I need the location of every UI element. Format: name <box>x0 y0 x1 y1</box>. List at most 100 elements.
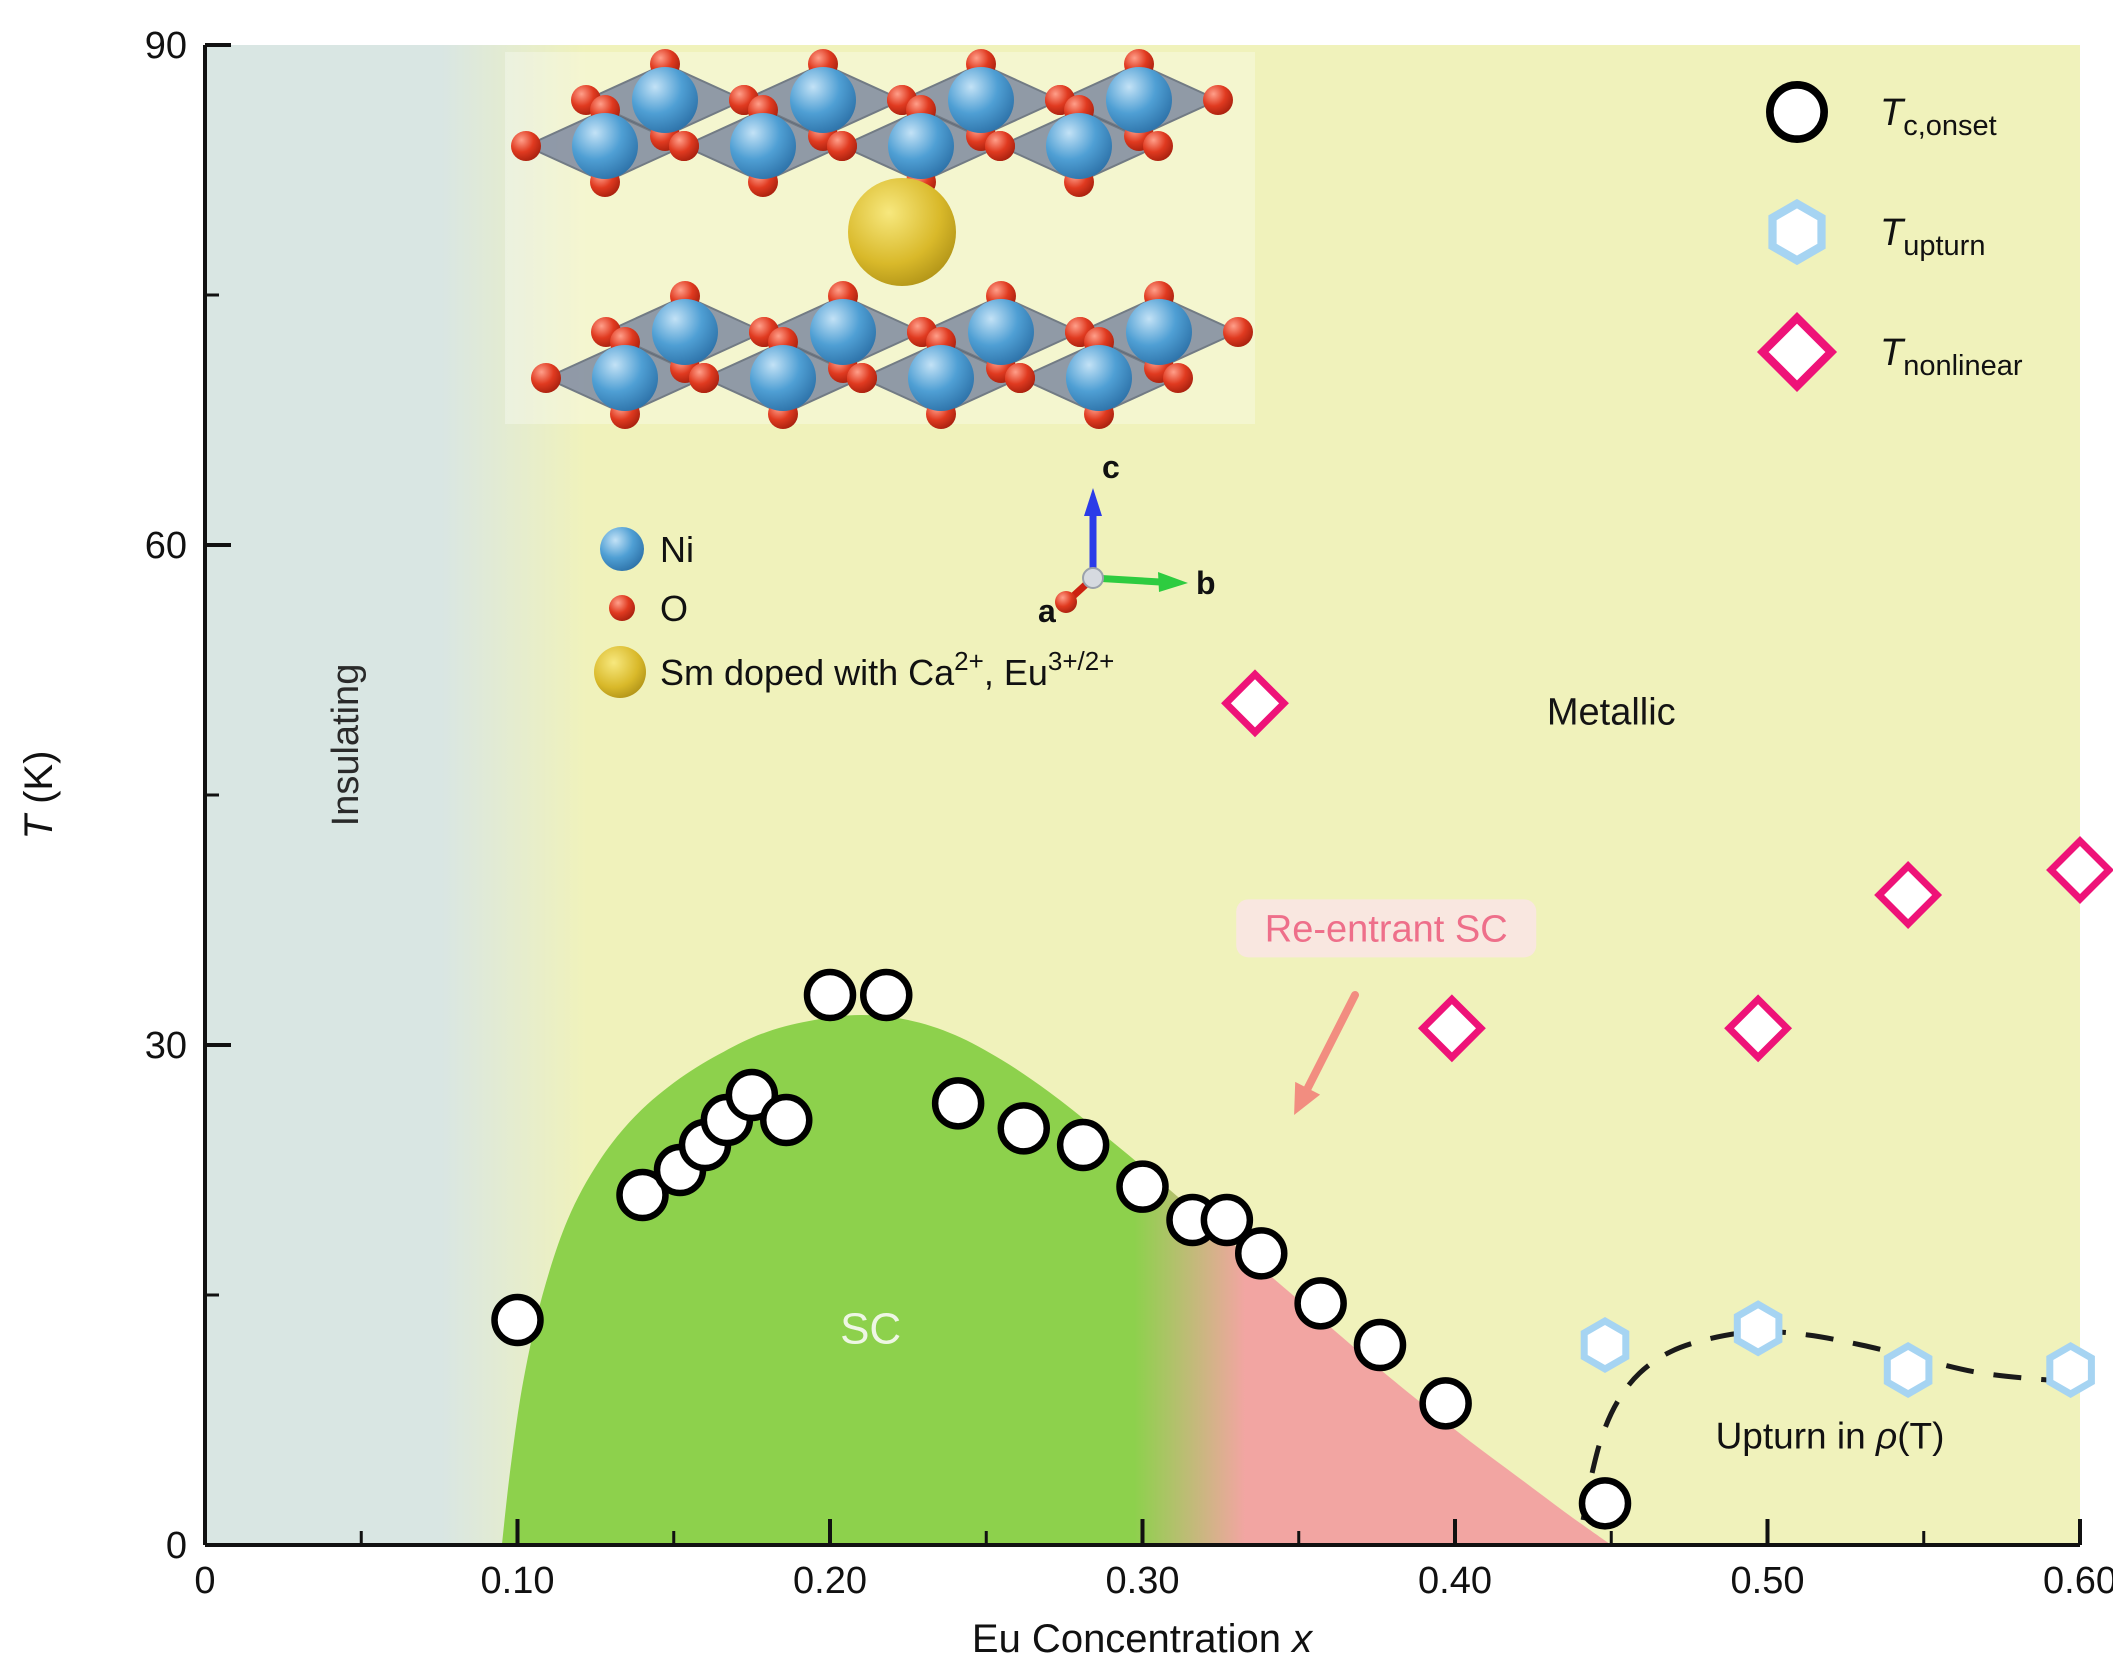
ni-atom <box>908 345 974 411</box>
tc-onset-marker <box>931 1077 985 1130</box>
ni-atom <box>572 113 638 179</box>
tc-onset-legend-marker-slot <box>1766 81 1828 143</box>
ni-legend-sphere <box>600 527 644 571</box>
o-atom <box>1203 85 1233 115</box>
tc-onset-marker <box>803 968 857 1022</box>
ni-atom <box>632 67 698 133</box>
b-axis-label: b <box>1196 565 1216 601</box>
tc-onset-marker <box>491 1293 544 1347</box>
legend-item-tc-onset: Tc,onset <box>1766 81 1997 143</box>
ni-atom <box>750 345 816 411</box>
tc-onset-marker <box>1116 1160 1169 1213</box>
t-upturn-legend-label: Tupturn <box>1880 212 1985 262</box>
crystal-structure-inset <box>511 49 1253 429</box>
o-label: O <box>660 588 688 629</box>
x-tick-label: 0.10 <box>481 1560 555 1602</box>
sc-dome-region <box>501 1015 1612 1545</box>
a-axis-sphere <box>1055 591 1077 613</box>
sc-label: SC <box>840 1304 901 1353</box>
o-atom <box>827 131 857 161</box>
t-nonlinear-legend-marker <box>1756 311 1838 393</box>
ni-atom <box>1046 113 1112 179</box>
upturn-label: Upturn in ρ(T) <box>1716 1416 1945 1457</box>
o-atom <box>531 363 561 393</box>
y-tick-label: 0 <box>166 1525 187 1567</box>
t-upturn-marker <box>1883 1341 1933 1399</box>
tc-onset-legend-label: Tc,onset <box>1880 92 1997 142</box>
t-upturn-legend-marker <box>1768 198 1826 266</box>
ni-atom <box>790 67 856 133</box>
ni-label: Ni <box>660 529 694 570</box>
data-markers <box>491 669 2113 1530</box>
y-tick-label: 90 <box>145 25 187 67</box>
ni-atom <box>1106 67 1172 133</box>
ni-atom <box>888 113 954 179</box>
o-atom <box>511 131 541 161</box>
t-nonlinear-legend-marker-slot <box>1756 311 1838 393</box>
t-nonlinear-marker <box>1874 861 1943 929</box>
legend-item-t-upturn: Tupturn <box>1768 198 1985 266</box>
insulating-label: Insulating <box>325 664 367 827</box>
tc-onset-marker <box>1294 1277 1347 1330</box>
reentrant-label-background <box>1236 899 1537 958</box>
o-atom <box>985 131 1015 161</box>
tc-onset-marker <box>1578 1477 1632 1530</box>
t-nonlinear-marker <box>1724 994 1793 1063</box>
chart-legend: Tc,onset Tupturn Tnonlinear <box>1756 81 2023 393</box>
x-tick-label: 0.60 <box>2043 1560 2113 1602</box>
y-tick-label: 30 <box>145 1025 187 1067</box>
o-legend-sphere <box>609 595 635 621</box>
tc-onset-marker <box>860 968 913 1022</box>
tc-onset-marker <box>1353 1318 1407 1372</box>
axes: 0 0.10 0.20 0.30 0.40 0.50 0.60 0 30 60 90 <box>145 25 2113 1602</box>
reentrant-sc-label: Re-entrant SC <box>1236 899 1537 958</box>
reentrant-label-text: Re-entrant SC <box>1265 908 1508 950</box>
x-tick-label: 0 <box>194 1560 215 1602</box>
tc-onset-marker <box>1419 1377 1472 1430</box>
reentrant-arrow-line <box>1303 991 1359 1093</box>
ni-atom <box>1126 299 1192 365</box>
b-axis-arrowhead <box>1158 572 1188 592</box>
o-atom <box>1143 131 1173 161</box>
inset-atom-legend: Ni O Sm doped with Ca2+, Eu3+/2+ <box>594 527 1114 698</box>
crystal-axes-indicator: c b a <box>1038 449 1216 629</box>
y-tick-label: 60 <box>145 525 187 567</box>
ni-atom <box>730 113 796 179</box>
o-atom <box>847 363 877 393</box>
a-axis-label: a <box>1038 593 1056 629</box>
t-upturn-marker <box>1733 1300 1783 1357</box>
ni-atom <box>968 299 1034 365</box>
ni-atom <box>810 299 876 365</box>
ni-atom <box>592 345 658 411</box>
x-axis-title: Eu Concentration x <box>972 1617 1314 1660</box>
tc-onset-marker <box>760 1093 813 1147</box>
x-tick-label: 0.30 <box>1106 1560 1180 1602</box>
o-atom <box>1223 317 1253 347</box>
annotations: Insulating Metallic SC Re-entrant SC Upt… <box>325 664 1944 1457</box>
tc-onset-legend-marker <box>1766 81 1828 143</box>
o-atom <box>669 131 699 161</box>
t-nonlinear-marker <box>2046 836 2113 904</box>
ni-atom <box>652 299 718 365</box>
tc-onset-marker <box>1235 1227 1288 1280</box>
sm-legend-sphere <box>594 646 646 698</box>
o-atom <box>1163 363 1193 393</box>
phase-regions <box>501 1015 1612 1545</box>
reentrant-arrow-head <box>1294 1081 1321 1115</box>
y-axis-title: T (K) <box>17 751 61 840</box>
metallic-label: Metallic <box>1547 692 1676 734</box>
t-nonlinear-marker <box>1417 994 1486 1063</box>
t-nonlinear-marker <box>1221 669 1289 738</box>
tc-onset-marker <box>725 1068 779 1122</box>
x-tick-label: 0.20 <box>793 1560 867 1602</box>
x-tick-label: 0.50 <box>1731 1560 1805 1602</box>
sm-atom <box>848 178 956 286</box>
c-axis-label: c <box>1102 449 1120 485</box>
x-tick-label: 0.40 <box>1418 1560 1492 1602</box>
o-atom <box>689 363 719 393</box>
o-atom <box>1005 363 1035 393</box>
ni-atom <box>948 67 1014 133</box>
tc-onset-marker <box>997 1102 1050 1155</box>
